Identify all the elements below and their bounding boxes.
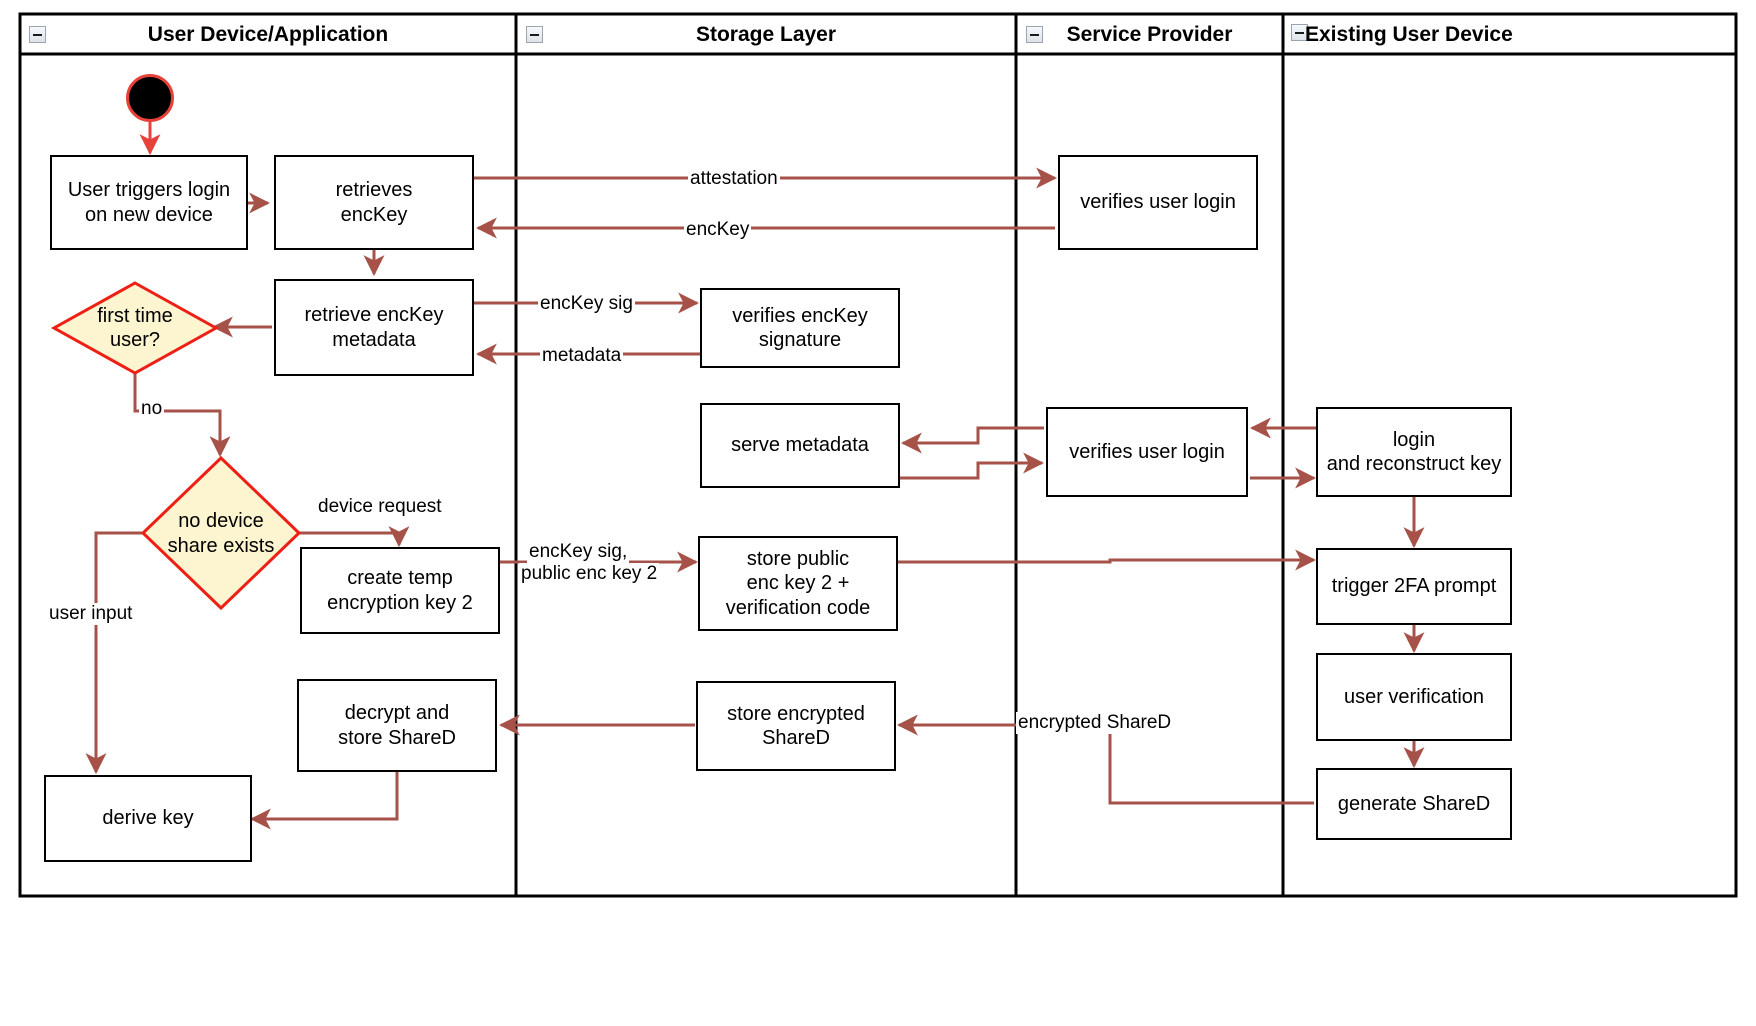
collapse-minus-icon[interactable] bbox=[1291, 24, 1308, 41]
edge-label-enckey-sig-public-enc-key-2-line2: public enc key 2 bbox=[519, 563, 660, 586]
node-serve-metadata[interactable]: serve metadata bbox=[700, 403, 900, 488]
edge-label-metadata: metadata bbox=[540, 345, 624, 368]
collapse-minus-icon[interactable] bbox=[1026, 26, 1043, 43]
node-label: verifies user login bbox=[1080, 191, 1236, 214]
node-label: store public enc key 2 + verification co… bbox=[725, 547, 871, 619]
node-decrypt-and-store-shared[interactable]: decrypt and store ShareD bbox=[297, 679, 497, 772]
edge-label-device-request: device request bbox=[316, 496, 444, 519]
edge-label-encrypted-shared: encrypted ShareD bbox=[1016, 712, 1174, 735]
node-label: User triggers login on new device bbox=[67, 179, 231, 226]
edge-label-enckey-sig-public-enc-key-2-line1: encKey sig, bbox=[527, 541, 630, 564]
node-label: verifies user login bbox=[1069, 440, 1225, 463]
collapse-minus-icon[interactable] bbox=[526, 26, 543, 43]
decision-first-time-user[interactable]: first time user? bbox=[50, 281, 220, 375]
initial-node bbox=[126, 74, 174, 122]
edge-label-enckey-sig: encKey sig bbox=[538, 293, 635, 316]
node-verifies-enckey-signature[interactable]: verifies encKey signature bbox=[700, 288, 900, 368]
lane-header-storage-layer: Storage Layer bbox=[695, 23, 837, 46]
node-label: verifies encKey signature bbox=[732, 304, 868, 351]
node-label: serve metadata bbox=[731, 434, 869, 457]
node-label: retrieves encKey bbox=[335, 179, 413, 226]
lane-header-service-provider: Service Provider bbox=[1066, 23, 1233, 46]
node-trigger-2fa-prompt[interactable]: trigger 2FA prompt bbox=[1316, 548, 1512, 625]
node-retrieve-enckey-metadata[interactable]: retrieve encKey metadata bbox=[274, 279, 474, 376]
edge-label-no: no bbox=[139, 398, 165, 421]
collapse-minus-icon[interactable] bbox=[29, 26, 46, 43]
edge-label-enckey: encKey bbox=[684, 219, 752, 242]
node-label: retrieve encKey metadata bbox=[304, 304, 444, 351]
node-label: generate ShareD bbox=[1337, 792, 1491, 815]
node-derive-key[interactable]: derive key bbox=[44, 775, 252, 862]
node-login-and-reconstruct-key[interactable]: login and reconstruct key bbox=[1316, 407, 1512, 497]
node-label: derive key bbox=[102, 807, 194, 830]
lane-header-existing-user-device: Existing User Device bbox=[1305, 23, 1513, 46]
node-user-triggers-login[interactable]: User triggers login on new device bbox=[50, 155, 248, 250]
decision-no-device-share-exists[interactable]: no device share exists bbox=[140, 455, 302, 611]
node-verifies-user-login-mid[interactable]: verifies user login bbox=[1046, 407, 1248, 497]
node-generate-shared[interactable]: generate ShareD bbox=[1316, 768, 1512, 840]
node-retrieves-enckey[interactable]: retrieves encKey bbox=[274, 155, 474, 250]
node-label: store encrypted ShareD bbox=[727, 702, 865, 749]
node-label: login and reconstruct key bbox=[1326, 428, 1502, 475]
node-store-public-enc-key-2[interactable]: store public enc key 2 + verification co… bbox=[698, 536, 898, 631]
edge-label-user-input: user input bbox=[47, 603, 135, 626]
node-label: decrypt and store ShareD bbox=[338, 702, 456, 749]
node-label: create temp encryption key 2 bbox=[327, 567, 473, 614]
node-user-verification[interactable]: user verification bbox=[1316, 653, 1512, 741]
node-label: trigger 2FA prompt bbox=[1331, 575, 1497, 598]
node-verifies-user-login-top[interactable]: verifies user login bbox=[1058, 155, 1258, 250]
node-store-encrypted-shared[interactable]: store encrypted ShareD bbox=[696, 681, 896, 771]
node-label: user verification bbox=[1343, 685, 1485, 708]
lane-header-user-device: User Device/Application bbox=[147, 23, 389, 46]
edge-label-attestation: attestation bbox=[688, 168, 780, 191]
node-create-temp-encryption-key-2[interactable]: create temp encryption key 2 bbox=[300, 547, 500, 634]
